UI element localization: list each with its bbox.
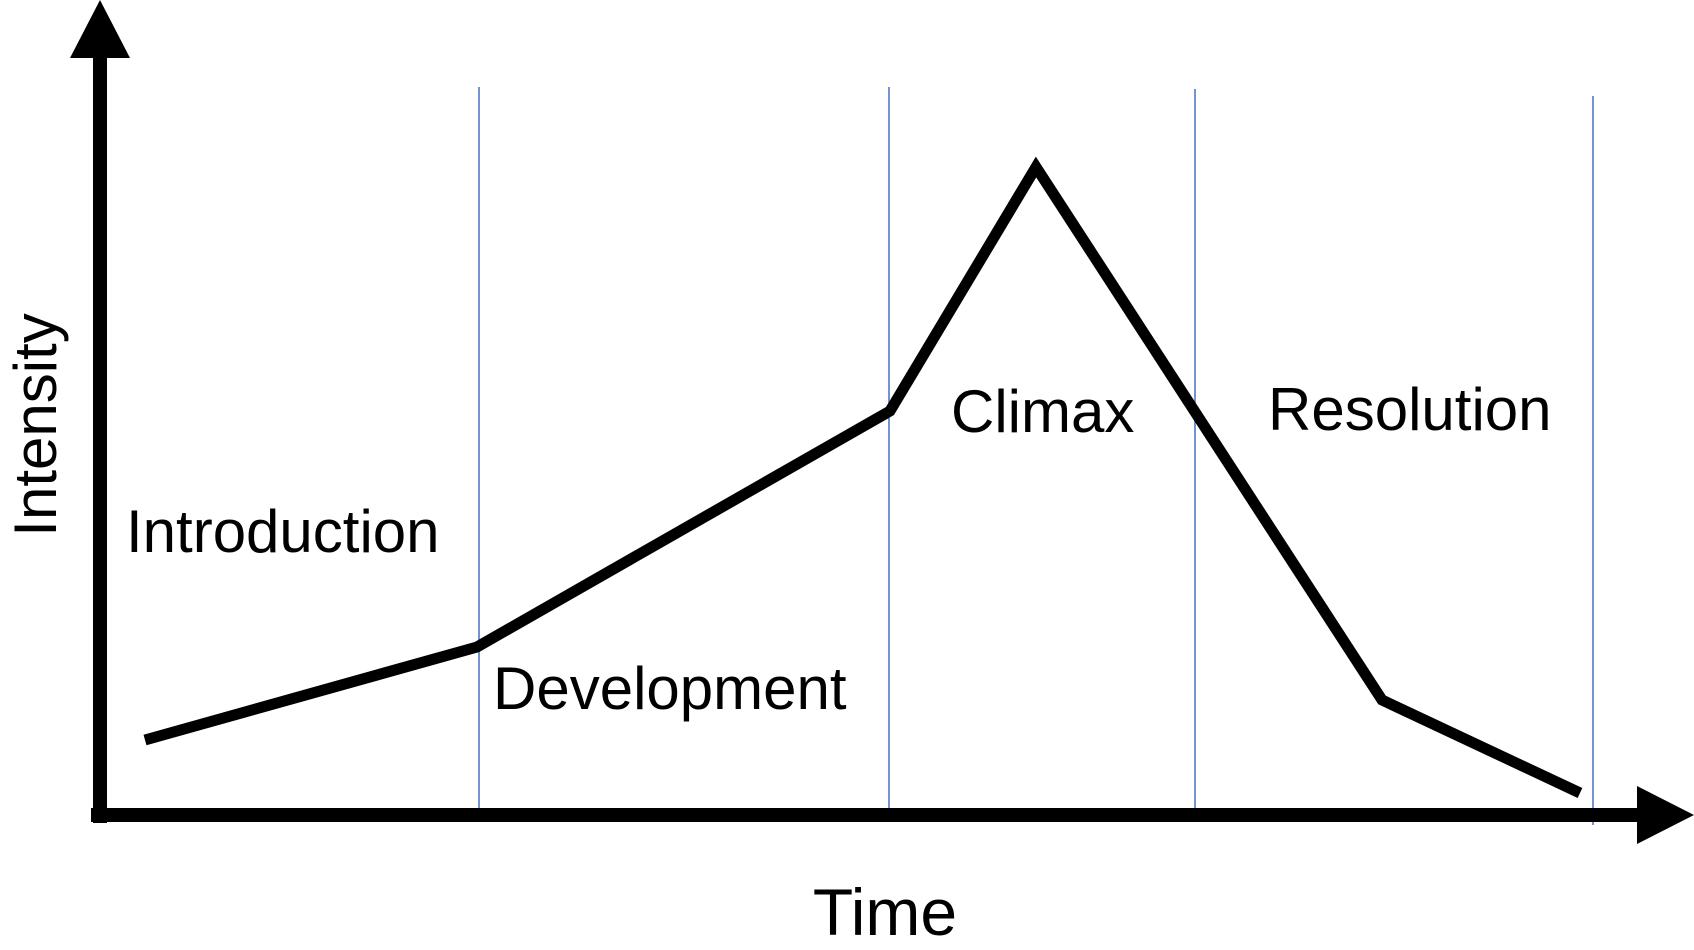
y-axis-arrowhead — [70, 0, 130, 58]
phase-dividers — [478, 87, 1594, 825]
y-axis-label: Intensity — [2, 313, 69, 536]
phase-label-climax: Climax — [951, 378, 1134, 445]
intensity-curve — [143, 156, 1583, 798]
y-axis — [70, 0, 130, 823]
x-axis-label: Time — [813, 875, 957, 949]
x-axis-arrowhead — [1637, 786, 1694, 844]
phase-label-development: Development — [493, 655, 847, 722]
phase-label-resolution: Resolution — [1268, 376, 1552, 443]
x-axis — [91, 786, 1694, 844]
phase-label-introduction: Introduction — [126, 498, 440, 565]
